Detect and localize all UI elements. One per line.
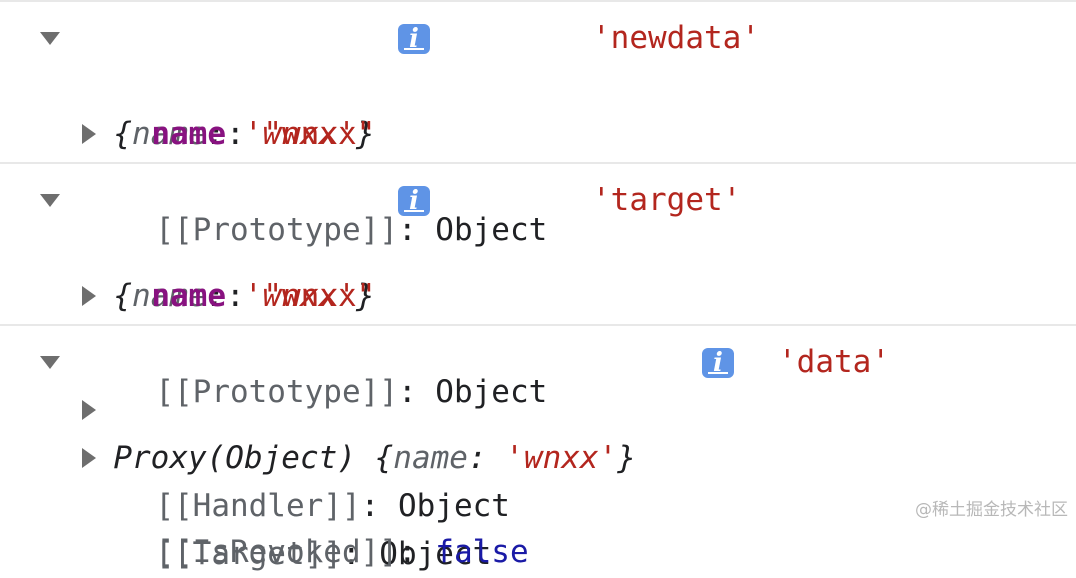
watermark: @稀土掘金技术社区 — [915, 500, 1068, 520]
property-colon: : — [225, 116, 264, 152]
handler-row[interactable]: [[Handler]]: Object — [82, 386, 510, 524]
row-separator — [0, 0, 1076, 2]
property-value: "wnxx" — [263, 116, 376, 152]
summary-colon: : — [206, 278, 244, 314]
revoked-row: [[IsRevoked]]: false — [118, 480, 528, 570]
info-icon[interactable]: i — [398, 24, 430, 54]
expand-triangle-icon[interactable] — [40, 194, 60, 207]
summary-value: 'wnxx' — [243, 278, 356, 314]
log-label-data: 'data' — [778, 344, 890, 380]
prototype-label: [[Prototype]] — [155, 374, 398, 410]
log-label-target: 'target' — [592, 182, 742, 218]
summary-colon: : — [467, 440, 506, 476]
summary-key: name — [132, 278, 207, 314]
prototype-value: Object — [435, 212, 548, 248]
object-summary-newdata[interactable]: {name: 'wnxx'} — [40, 14, 375, 152]
property-value: "wnxx" — [263, 278, 376, 314]
property-key: name — [151, 278, 226, 314]
revoked-colon: : — [397, 534, 436, 570]
prototype-value: Object — [435, 374, 548, 410]
prototype-colon: : — [397, 374, 436, 410]
brace-open: { — [374, 440, 394, 476]
brace-close: } — [617, 440, 636, 476]
prototype-label: [[Prototype]] — [155, 212, 398, 248]
object-summary-target[interactable]: {name: 'wnxx'} — [40, 176, 375, 314]
row-separator — [0, 162, 1076, 164]
property-key: name — [151, 116, 226, 152]
expand-triangle-icon[interactable] — [40, 356, 60, 369]
log-label-newdata: 'newdata' — [592, 20, 760, 56]
prototype-row[interactable]: [[Prototype]]: Object — [82, 110, 547, 248]
brace-open: { — [113, 278, 132, 314]
handler-colon: : — [360, 488, 398, 524]
brace-close: } — [355, 278, 375, 314]
info-icon[interactable]: i — [702, 348, 734, 378]
handler-label: [[Handler]] — [155, 488, 361, 524]
target-row[interactable]: [[Target]]: Object — [82, 434, 491, 572]
collapse-triangle-icon[interactable] — [82, 124, 96, 144]
collapse-triangle-icon[interactable] — [82, 448, 96, 468]
proxy-summary-data[interactable]: Proxy(Object) {name: 'wnxx'} — [40, 338, 636, 476]
summary-value: 'wnxx' — [243, 116, 356, 152]
summary-value: 'wnxx' — [505, 440, 618, 476]
prototype-colon: : — [397, 212, 436, 248]
property-colon: : — [225, 278, 264, 314]
expand-triangle-icon[interactable] — [40, 32, 60, 45]
property-name: name: "wnxx" — [114, 62, 375, 152]
property-name: name: "wnxx" — [114, 224, 375, 314]
collapse-triangle-icon[interactable] — [82, 286, 96, 306]
brace-close: } — [355, 116, 375, 152]
collapse-triangle-icon[interactable] — [82, 400, 96, 420]
summary-key: name — [393, 440, 468, 476]
summary-colon: : — [206, 116, 244, 152]
row-separator — [0, 324, 1076, 326]
handler-value: Object — [397, 488, 510, 524]
revoked-value: false — [435, 534, 529, 570]
summary-key: name — [132, 116, 207, 152]
brace-open: { — [113, 116, 132, 152]
info-icon[interactable]: i — [398, 186, 430, 216]
revoked-label: [[IsRevoked]] — [155, 534, 398, 570]
proxy-prefix: Proxy(Object) — [113, 440, 375, 476]
prototype-row[interactable]: [[Prototype]]: Object — [82, 272, 547, 410]
